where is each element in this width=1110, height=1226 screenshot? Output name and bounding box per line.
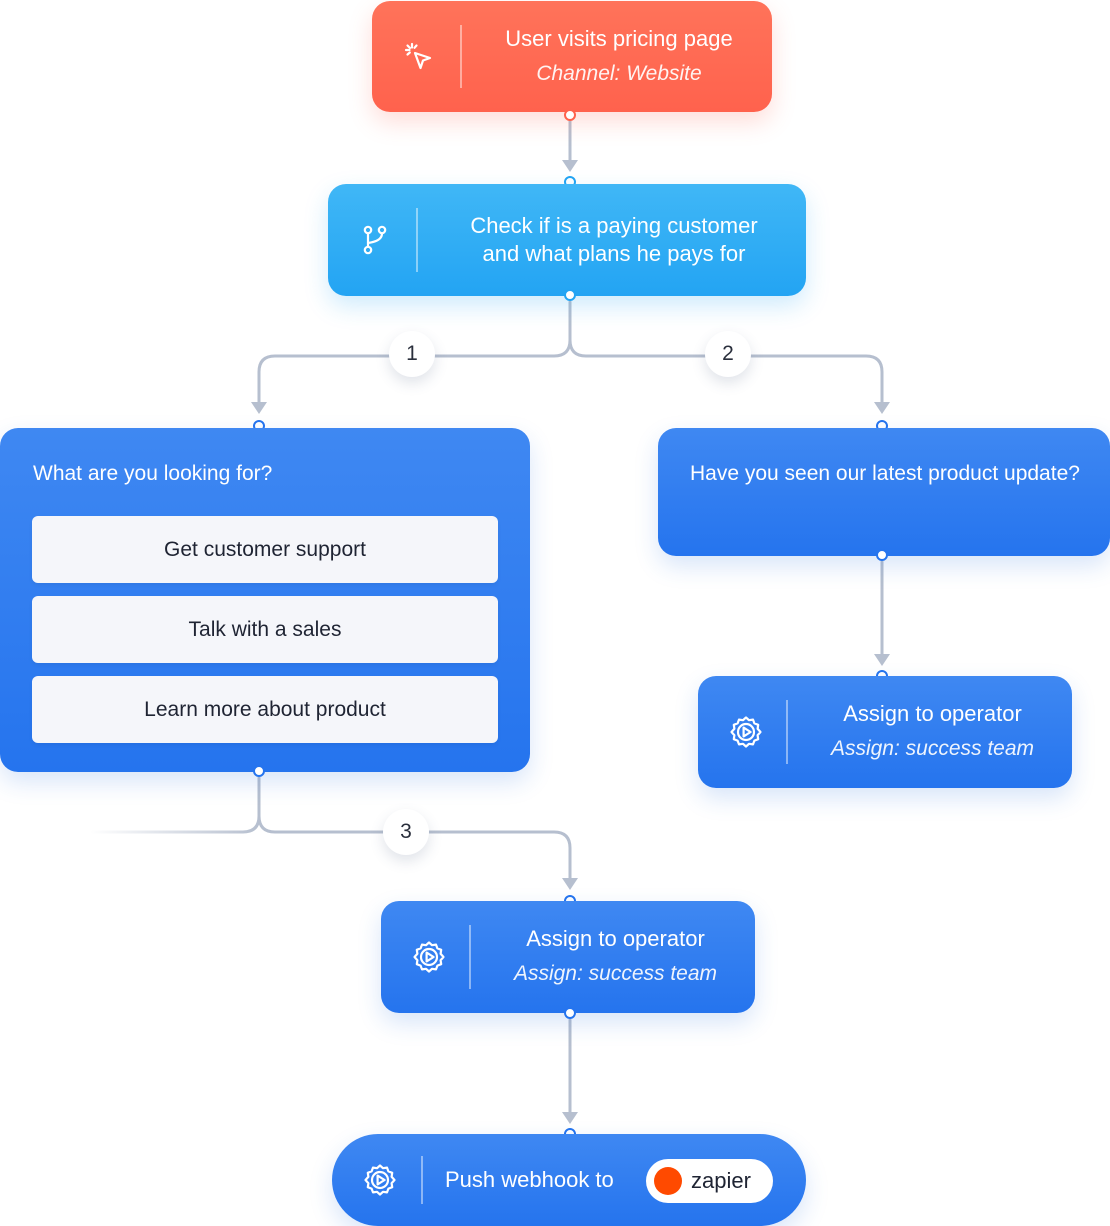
branch-icon (328, 184, 422, 296)
assign-right-title: Assign to operator (843, 701, 1022, 726)
gear-play-icon (698, 676, 793, 788)
gear-play-icon (332, 1134, 427, 1226)
trigger-subtitle: Channel: Website (536, 61, 702, 85)
zapier-label: zapier (691, 1168, 751, 1193)
question-left-node[interactable]: What are you looking for? Get customer s… (0, 428, 530, 772)
condition-node[interactable]: Check if is a paying customer and what p… (328, 184, 806, 296)
trigger-title: User visits pricing page (505, 25, 733, 51)
assign-center-output-port[interactable] (564, 1007, 576, 1019)
option-learn-more[interactable]: Learn more about product (32, 676, 498, 743)
option-get-customer-support[interactable]: Get customer support (32, 516, 498, 583)
question-right-output-port[interactable] (876, 549, 888, 561)
arrowhead (562, 1112, 578, 1124)
cursor-click-icon (372, 1, 466, 112)
divider (460, 25, 462, 88)
arrowhead (874, 402, 890, 414)
divider (421, 1156, 423, 1204)
arrowhead (874, 654, 890, 666)
branch-badge-1: 1 (389, 331, 435, 377)
branch-badge-3: 3 (383, 809, 429, 855)
trigger-node[interactable]: User visits pricing page Channel: Websit… (372, 1, 772, 112)
assign-right-subtitle: Assign: success team (830, 737, 1035, 760)
webhook-label: Push webhook to (445, 1167, 614, 1192)
trigger-output-port[interactable] (564, 109, 576, 121)
divider (416, 208, 418, 272)
question-left-output-port[interactable] (253, 765, 265, 777)
assign-center-subtitle: Assign: success team (513, 962, 718, 985)
arrowhead (562, 878, 578, 890)
question-right-node[interactable]: Have you seen our latest product update? (658, 428, 1110, 556)
assign-right-node[interactable]: Assign to operator Assign: success team (698, 676, 1072, 788)
branch-badge-2: 2 (705, 331, 751, 377)
condition-output-port[interactable] (564, 289, 576, 301)
question-left-text: What are you looking for? (33, 462, 273, 485)
assign-center-node[interactable]: Assign to operator Assign: success team (381, 901, 755, 1013)
connector-fade-left (90, 815, 261, 834)
condition-line-2: and what plans he pays for (482, 241, 746, 266)
assign-center-title: Assign to operator (526, 926, 705, 951)
arrowhead (562, 160, 578, 172)
divider (469, 925, 471, 989)
condition-line-1: Check if is a paying customer (470, 213, 758, 238)
gear-play-icon (381, 901, 476, 1013)
arrowhead (251, 402, 267, 414)
option-talk-with-sales[interactable]: Talk with a sales (32, 596, 498, 663)
divider (786, 700, 788, 764)
zapier-badge[interactable]: zapier (646, 1159, 773, 1203)
question-right-text: Have you seen our latest product update? (690, 462, 1080, 485)
zapier-logo-icon (654, 1167, 682, 1195)
